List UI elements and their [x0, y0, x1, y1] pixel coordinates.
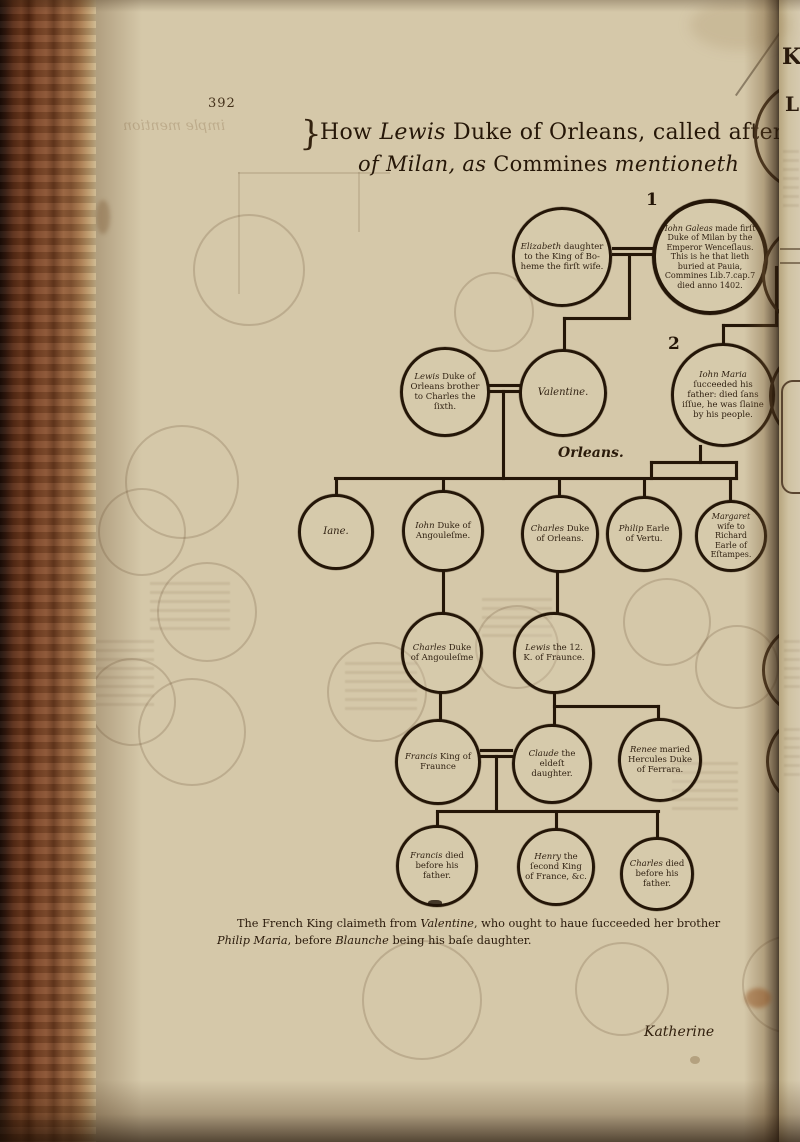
- descent-line: [722, 324, 725, 345]
- stain: [745, 988, 771, 1008]
- stain: [690, 1056, 700, 1064]
- bleedthrough-circle: [454, 272, 534, 352]
- ink-blot: [428, 900, 442, 906]
- descent-line: [558, 479, 561, 497]
- descent-line: [656, 812, 659, 838]
- page-title-line1: How Lewis Duke of Orleans, called after: [320, 120, 784, 145]
- stain: [690, 0, 790, 50]
- bleedthrough-text: [92, 640, 154, 710]
- tree-node-philip-vertu: Philip Earle of Vertu.: [606, 496, 682, 572]
- bleedthrough-circle: [575, 942, 669, 1036]
- tree-node-charles-orleans: Charles Duke of Orleans.: [521, 495, 599, 573]
- marriage-line: [489, 384, 520, 387]
- tree-node-claude: Claude the eldeſt daughter.: [512, 724, 592, 804]
- tree-node-lewis-12: Lewis the 12. K. of Fraunce.: [513, 612, 595, 694]
- generation-marker-1: 1: [646, 190, 658, 210]
- adjacent-page-letter-k: K: [782, 44, 800, 70]
- bleedthrough-line: [238, 172, 390, 174]
- gutter-shadow: [744, 0, 780, 1142]
- bleedthrough-circle: [98, 488, 186, 576]
- descent-line: [442, 571, 445, 613]
- footer-claim-line2: Philip Maria, before Blaunche being his …: [217, 934, 532, 947]
- descent-line: [436, 812, 439, 827]
- footer-claim-line1: The French King claimeth from Valentine,…: [237, 917, 721, 930]
- descent-line: [553, 705, 660, 708]
- adjacent-page-letter-l: L: [785, 92, 800, 116]
- generation-marker-2: 2: [668, 334, 680, 354]
- adjacent-page-text: [783, 150, 799, 210]
- book-binding: [0, 0, 96, 1142]
- descent-line: [502, 390, 505, 480]
- page-curl-shadow: [96, 0, 142, 1142]
- tree-node-francis-died: Francis died before his father.: [396, 825, 478, 907]
- bleedthrough-circle: [362, 940, 482, 1060]
- descent-line: [650, 461, 653, 480]
- bleedthrough-line: [358, 172, 360, 232]
- adjacent-page-text: [784, 728, 800, 778]
- descent-line: [556, 572, 559, 613]
- sibling-bus: [436, 810, 660, 813]
- bleedthrough-circle: [623, 578, 711, 666]
- descent-line: [735, 461, 738, 480]
- marriage-line: [612, 247, 654, 250]
- bleedthrough-circle: [138, 678, 246, 786]
- descent-line: [628, 255, 631, 319]
- adjacent-page: [779, 0, 800, 1142]
- bleedthrough-circle: [327, 642, 427, 742]
- catchword: Katherine: [644, 1024, 715, 1040]
- page-title-line2: of Milan, as Commines mentioneth: [358, 152, 740, 176]
- tree-node-elizabeth: Elizabeth daughter to the King of Bo­hem…: [512, 207, 612, 307]
- descent-line: [657, 705, 660, 720]
- adjacent-page-node: [781, 380, 800, 494]
- descent-line: [439, 693, 442, 721]
- bleedthrough-line: [238, 172, 240, 294]
- page-number: 392: [208, 96, 236, 111]
- descent-line: [643, 479, 646, 498]
- page-top-edge: [0, 0, 800, 12]
- tree-node-lewis-orleans: Lewis Duke of Orleans brother to Charles…: [400, 347, 490, 437]
- marriage-line: [612, 253, 654, 256]
- descent-line: [335, 479, 338, 496]
- marriage-line: [480, 749, 513, 752]
- tree-node-francis-king: Francis King of Fraunce: [395, 719, 481, 805]
- tree-node-iane: Iane.: [298, 494, 374, 570]
- descent-line: [563, 317, 631, 320]
- descent-line: [699, 445, 702, 464]
- adjacent-page-text: [784, 640, 800, 690]
- descent-line: [555, 812, 558, 830]
- stain: [96, 200, 110, 234]
- descent-line: [650, 461, 738, 464]
- page-bottom-edge: [0, 1080, 800, 1142]
- descent-line: [563, 317, 566, 351]
- tree-node-iohn-angoulesme: Iohn Duke of Angouleſme.: [402, 490, 484, 572]
- bleedthrough-circle: [157, 562, 257, 662]
- adjacent-page-rule: [780, 248, 800, 250]
- bleedthrough-text: [150, 582, 230, 634]
- branch-label-orleans: Orleans.: [558, 445, 624, 461]
- tree-node-henry-2: Henry the ſecond King of France, &c.: [517, 828, 595, 906]
- tree-node-valentine: Valentine.: [519, 349, 607, 437]
- tree-node-charles-died: Charles died before his father.: [620, 837, 694, 911]
- tree-node-renee: Renee maried Hercules Duke of Ferrara.: [618, 718, 702, 802]
- descent-line: [495, 755, 498, 812]
- descent-line: [553, 693, 556, 726]
- tree-node-charles-angoulesme: Charles Duke of Angouleſme: [401, 612, 483, 694]
- bleedthrough-circle: [193, 214, 305, 326]
- descent-line: [729, 479, 732, 502]
- descent-line: [442, 479, 445, 492]
- sibling-bus: [334, 477, 738, 480]
- adjacent-page-rule: [780, 262, 800, 264]
